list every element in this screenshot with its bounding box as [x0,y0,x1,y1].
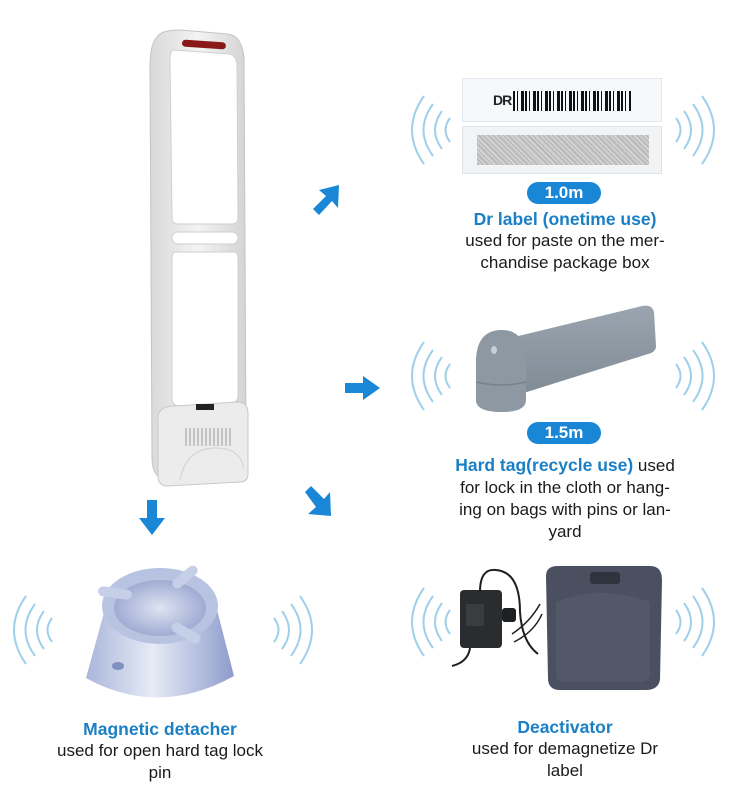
signal-waves-left-icon [411,587,451,657]
arrow-down-icon [139,500,165,535]
range-badge-dr-label: 1.0m [527,182,601,204]
dr-label-image: DR [462,78,662,174]
hard-tag-desc-line-1: for lock in the cloth or hang- [460,478,670,497]
hard-tag-title-line: Hard tag(recycle use) used [430,454,700,477]
deactivator-caption: Deactivator used for demagnetize Dr labe… [430,716,700,782]
detacher-desc-line-2: pin [148,763,172,782]
deactivator-image [451,566,662,690]
hard-tag-image [475,305,656,412]
signal-waves-left-icon [411,341,451,411]
hard-tag-title-suffix: used [633,456,675,475]
magnetic-detacher-image [86,565,234,698]
signal-waves-left-icon [13,595,53,665]
hard-tag-caption: Hard tag(recycle use) used for lock in t… [430,454,700,543]
signal-waves-right-icon [675,341,715,411]
dr-label-desc-line-1: used for paste on the mer- [465,231,665,250]
dr-label-desc-line-2: chandise package box [480,253,650,272]
deactivator-desc-line-2: label [547,761,583,780]
signal-waves-right-icon [273,595,313,665]
deactivator-desc-line-1: used for demagnetize Dr [471,739,659,758]
security-gate [140,28,250,488]
hard-tag-title: Hard tag(recycle use) [455,455,634,475]
deactivator-title: Deactivator [517,717,613,737]
range-badge-hard-tag: 1.5m [527,422,601,444]
detacher-caption: Magnetic detacher used for open hard tag… [30,718,290,784]
dr-label-top-strip: DR [462,78,662,122]
detacher-title: Magnetic detacher [83,719,237,739]
hard-tag-desc-line-3: yard [548,522,582,541]
signal-waves-right-icon [675,587,715,657]
dr-label-title: Dr label (onetime use) [473,209,657,229]
barcode-icon [513,91,631,111]
dr-label-bottom-strip [462,126,662,174]
security-gate-icon [149,29,249,487]
dr-label-caption: Dr label (onetime use) used for paste on… [430,208,700,274]
arrow-down-right-icon [305,486,331,516]
barcode-text: DR [493,92,512,108]
hard-tag-desc-line-2: ing on bags with pins or lan- [459,500,671,519]
arrow-up-right-icon [313,185,339,215]
signal-waves-left-icon [411,95,451,165]
detacher-desc-line-1: used for open hard tag lock [56,741,264,760]
signal-waves-right-icon [675,95,715,165]
arrow-right-icon [345,376,380,400]
